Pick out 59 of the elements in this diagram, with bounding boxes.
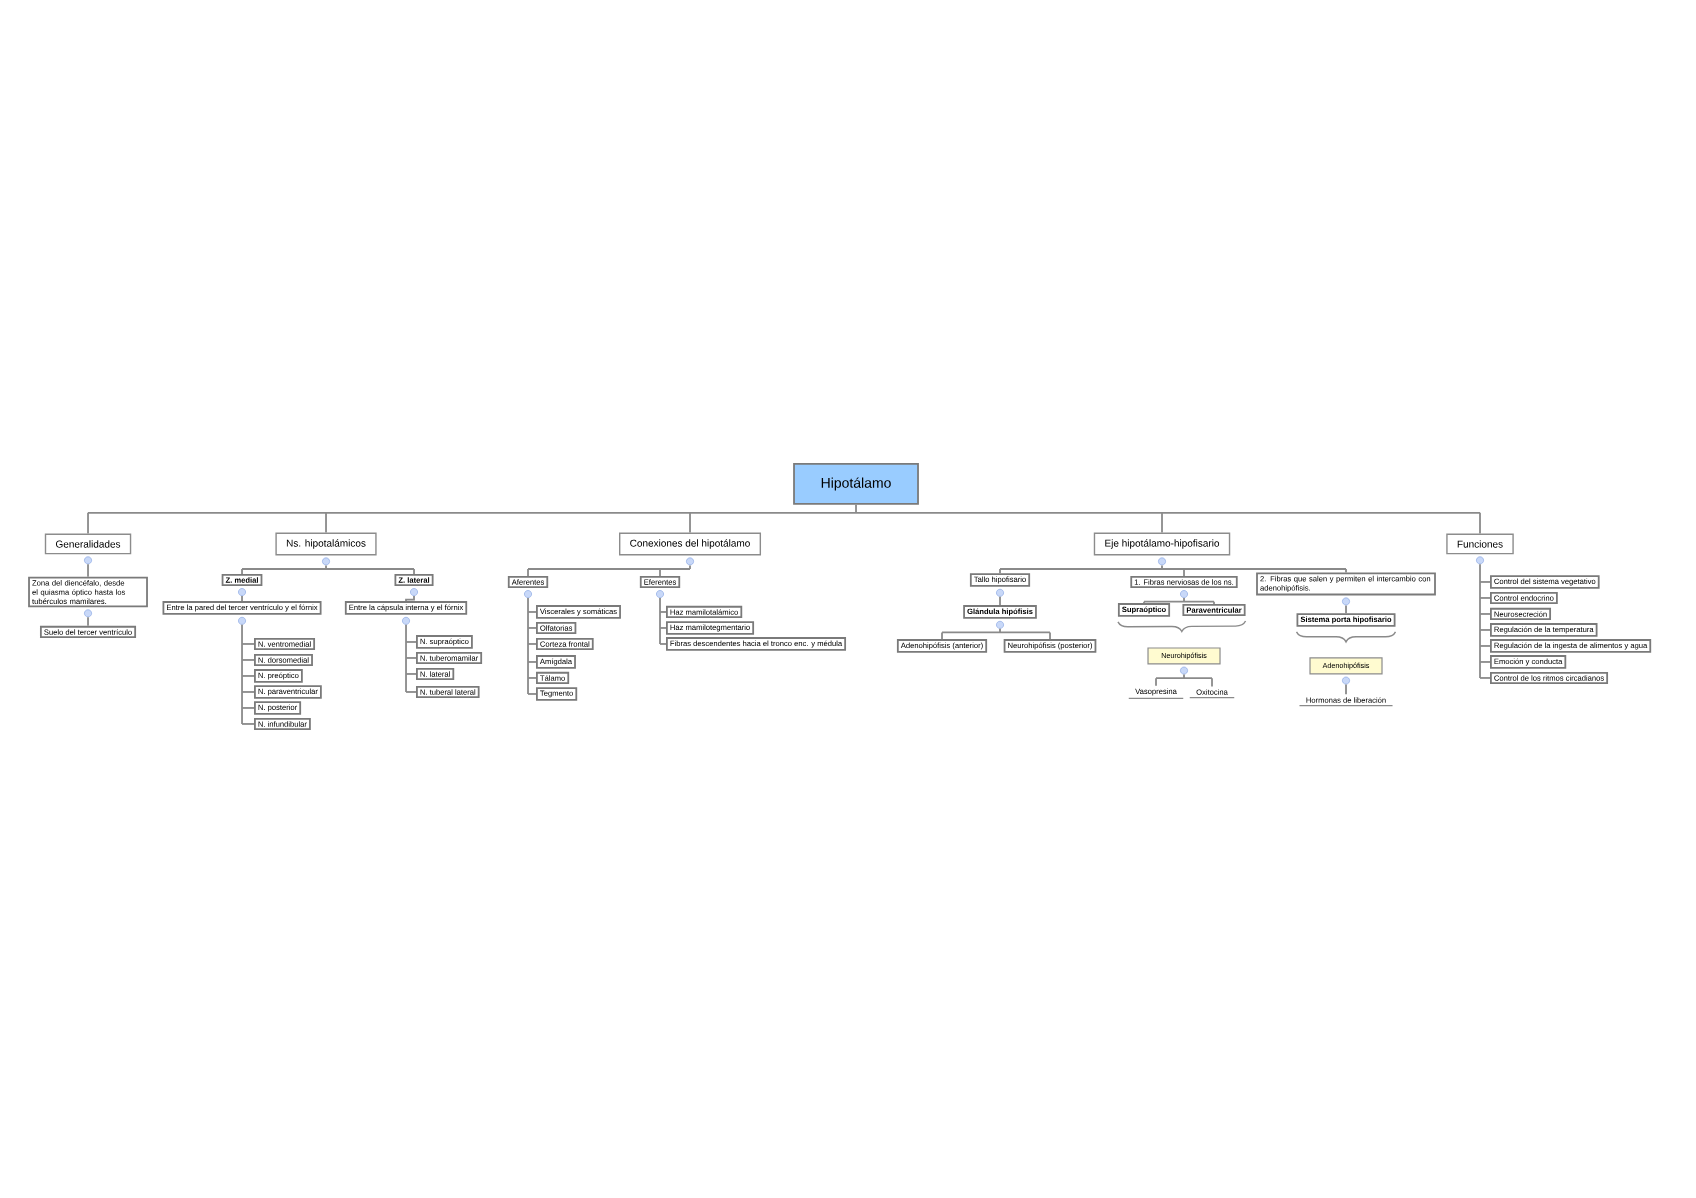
connector-line <box>87 616 89 627</box>
connector-line <box>1211 677 1213 688</box>
connector-line <box>241 723 255 725</box>
connector-line <box>527 677 537 679</box>
connector-line <box>1161 511 1163 534</box>
connector-line <box>241 691 255 693</box>
connector-line <box>659 611 667 613</box>
connector-line <box>527 568 529 577</box>
connector-line <box>1479 581 1491 583</box>
connector-line <box>659 597 661 645</box>
connector-line <box>405 595 415 602</box>
connector-line <box>659 568 661 577</box>
connector-line <box>1049 631 1051 640</box>
connector-line <box>1143 597 1215 603</box>
connector-line <box>241 659 255 661</box>
connector-line <box>87 511 89 535</box>
connector-line <box>241 623 243 725</box>
connector-line <box>1479 629 1491 631</box>
connector-line <box>941 631 943 640</box>
connector-line <box>405 623 407 693</box>
connector-line <box>527 611 537 613</box>
connector-line <box>241 707 255 709</box>
connector-line <box>1345 604 1347 615</box>
connector-line <box>999 564 1347 570</box>
connector-line <box>405 673 417 675</box>
connector-line <box>1479 661 1491 663</box>
connector-line <box>1183 568 1185 577</box>
connector-line <box>527 597 529 695</box>
connector-line <box>1479 597 1491 599</box>
connector-line <box>659 627 667 629</box>
connector-line <box>527 693 537 695</box>
connector-line <box>1155 677 1157 687</box>
connector-line <box>1479 645 1491 647</box>
connector-line <box>241 595 243 602</box>
connector-line <box>241 643 255 645</box>
connector-line <box>1155 673 1213 680</box>
connector-line <box>527 643 537 645</box>
connector-line <box>241 675 255 677</box>
connector-line <box>87 563 89 578</box>
connector-line <box>241 568 243 575</box>
connector-line <box>413 568 415 575</box>
connector-line <box>1479 563 1481 679</box>
connector-line <box>325 511 327 534</box>
connector-line <box>689 511 691 534</box>
connector-line <box>527 564 691 570</box>
connector-line <box>405 657 417 659</box>
connector-line <box>659 643 667 645</box>
connector-line <box>527 661 537 663</box>
connector-line <box>999 595 1001 606</box>
connector-line <box>941 627 1051 634</box>
connector-line <box>405 641 417 643</box>
connector-line <box>1479 511 1481 535</box>
connector-line <box>1479 677 1491 679</box>
connector-line <box>87 503 1481 514</box>
connector-line <box>405 691 417 693</box>
connector-line <box>1479 613 1491 615</box>
connector-line <box>527 627 537 629</box>
connector-line <box>1345 683 1347 696</box>
connector-line <box>241 564 415 570</box>
